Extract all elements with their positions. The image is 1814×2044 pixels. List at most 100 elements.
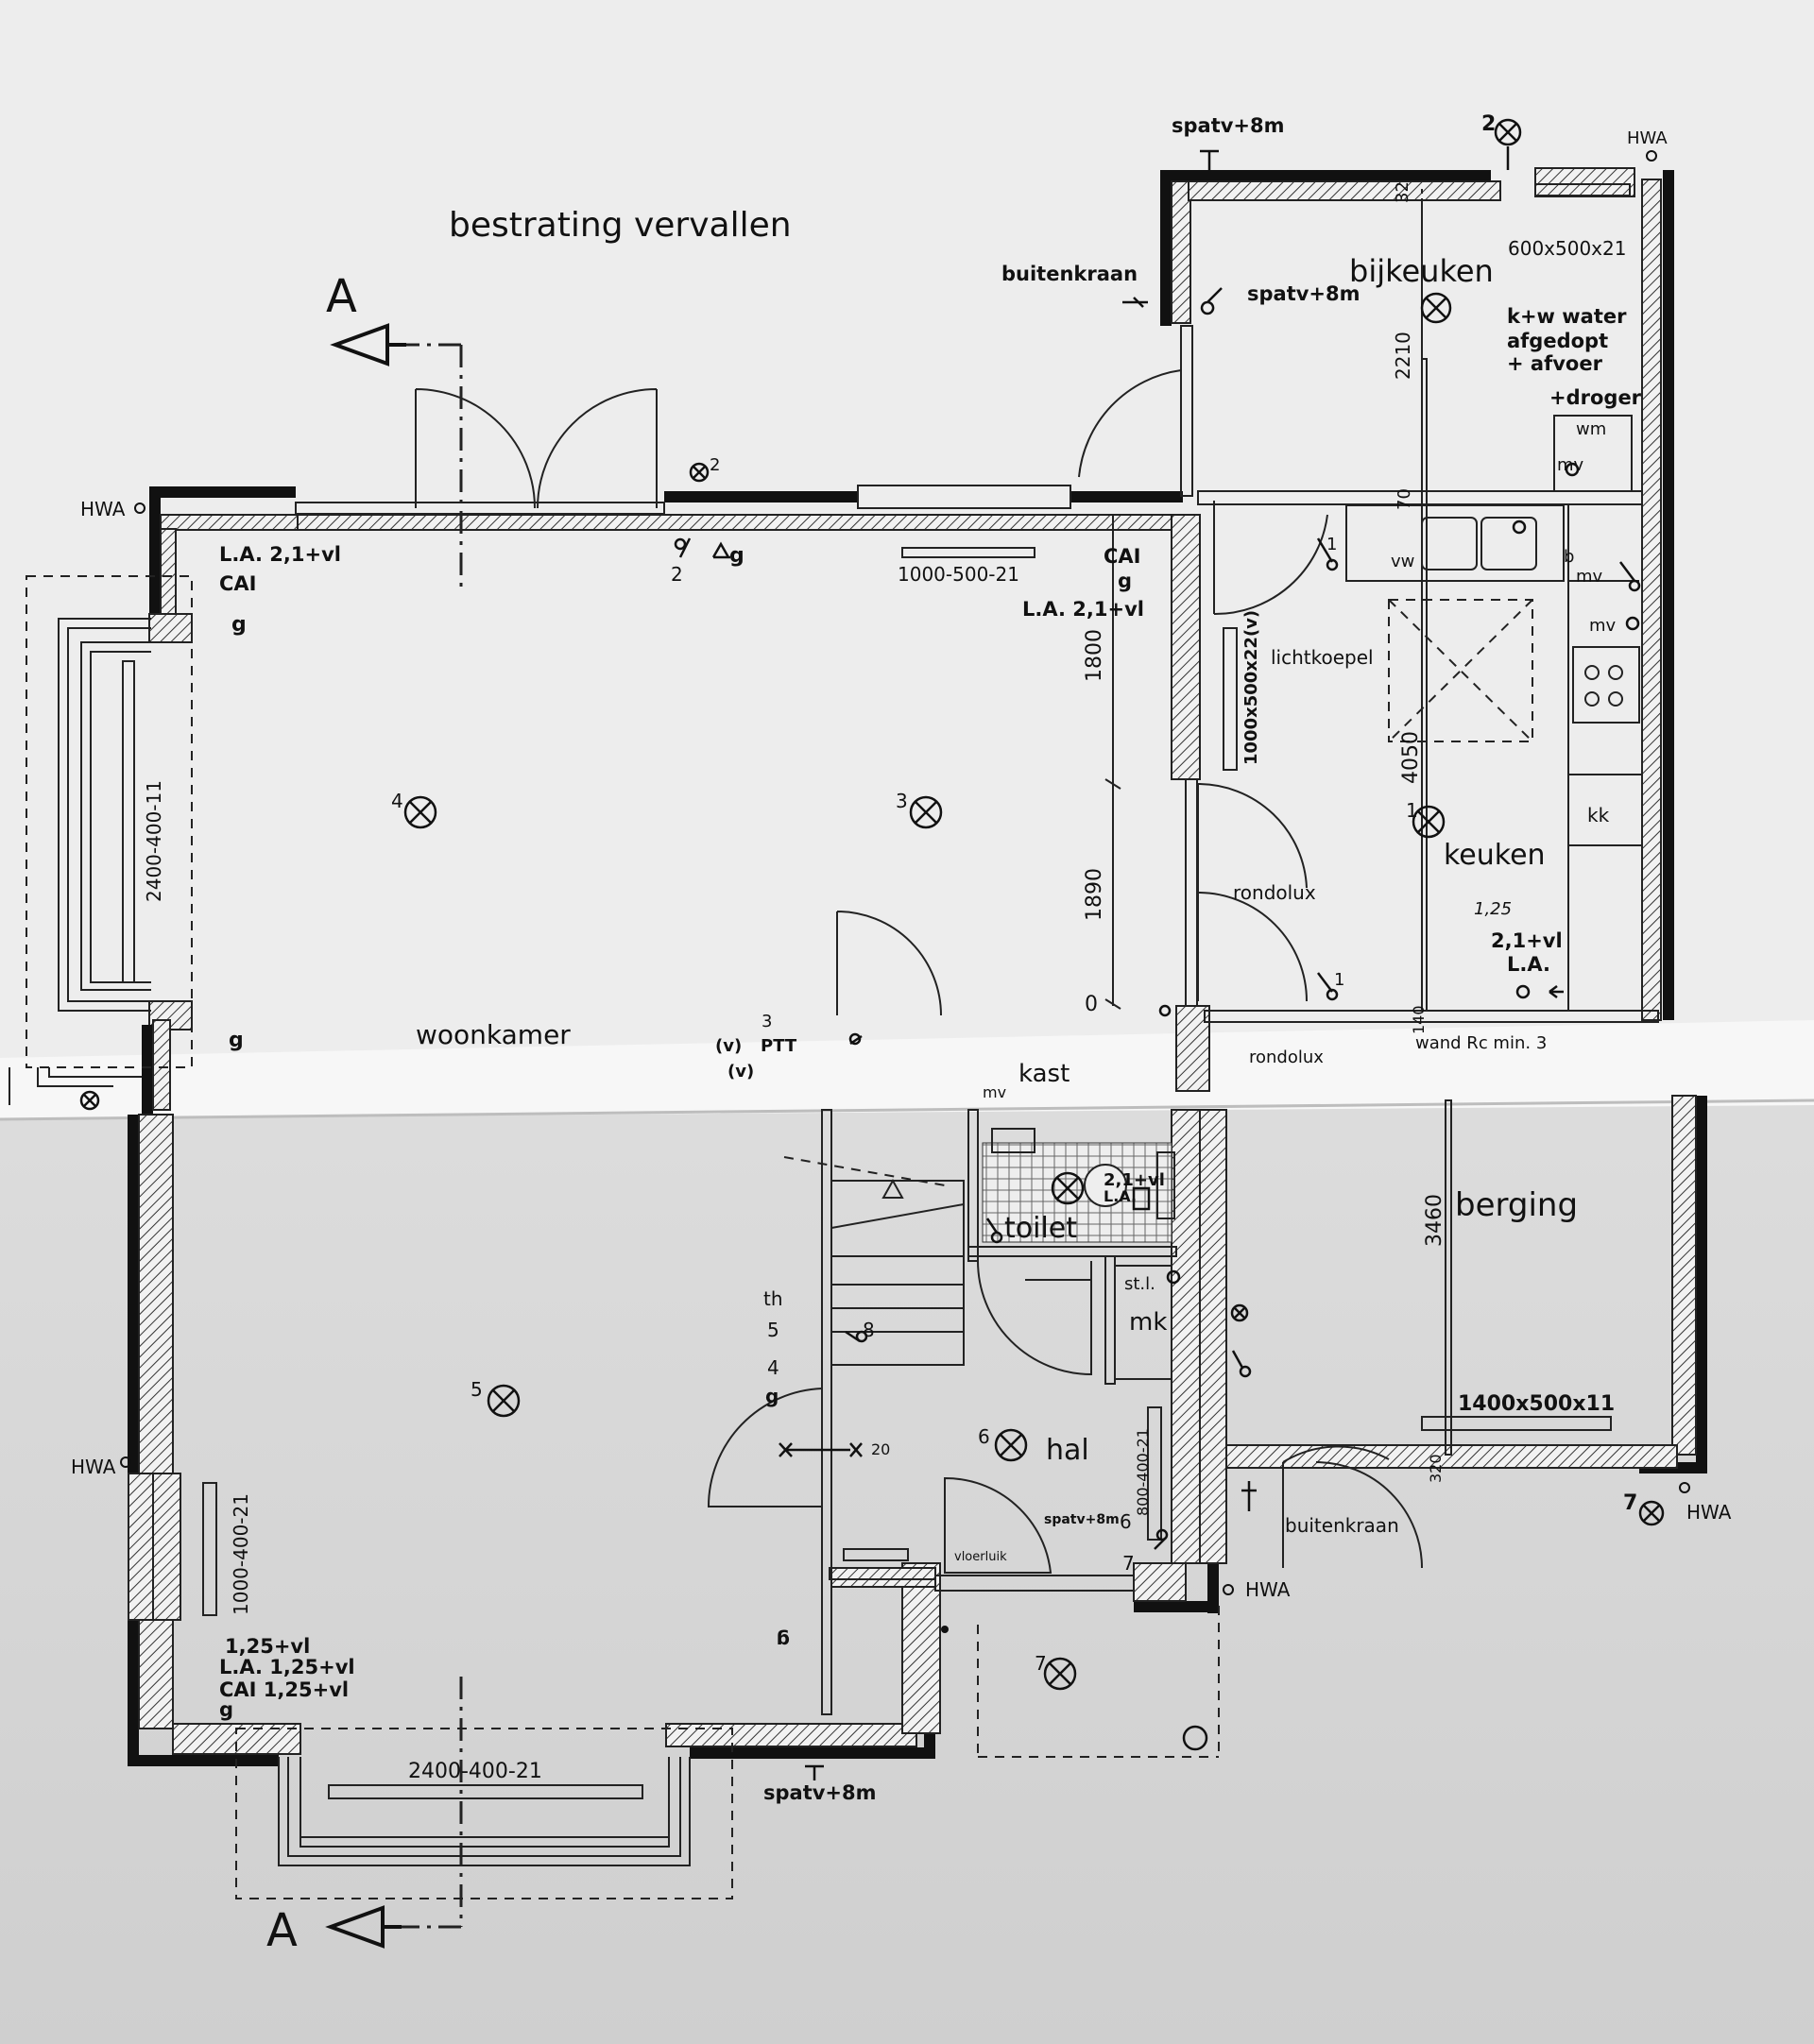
section-arrow-bottom-icon: [325, 1905, 402, 1949]
outlet-label: vloerluik: [954, 1550, 1007, 1564]
circuit-number: 7: [1623, 1491, 1637, 1515]
circuit-number: 6: [1120, 1510, 1132, 1533]
note-label: +droger: [1549, 386, 1642, 409]
note-label: mv: [1589, 616, 1617, 636]
room-mk: mk: [1129, 1308, 1167, 1337]
toilet-area: [982, 1128, 1175, 1243]
note-label: rondolux: [1233, 881, 1316, 904]
window-label: 2400-400-11: [143, 780, 165, 902]
window-label: 600x500x21: [1508, 237, 1626, 260]
ceiling-lamp-icon: [1494, 118, 1522, 146]
outlet-label: g: [765, 1385, 779, 1407]
hwa-label: HWA: [1245, 1578, 1291, 1601]
ceiling-lamp-icon: [1043, 1657, 1077, 1691]
circuit-number: 7: [1122, 1552, 1135, 1575]
ceiling-lamp-icon: [1638, 1500, 1665, 1526]
dimension-label: 2210: [1392, 332, 1414, 380]
ceiling-lamp-icon: [1051, 1171, 1085, 1205]
window-glyphs: [122, 183, 1631, 1621]
section-mark-bottom: A: [266, 1904, 298, 1957]
note-label: kk: [1587, 804, 1610, 826]
outlet-label: g: [1118, 570, 1132, 592]
window-label: 2400-400-21: [408, 1760, 542, 1783]
drawing-title: bestrating vervallen: [449, 206, 792, 245]
buitenkraan-label: buitenkraan: [1001, 263, 1138, 285]
hwa-label: HWA: [1686, 1501, 1732, 1524]
circuit-number: 3: [896, 790, 908, 812]
ceiling-lamp-icon: [1230, 1303, 1249, 1322]
outlet-label: CAI 1,25+vl: [219, 1678, 349, 1701]
room-toilet: toilet: [1004, 1212, 1077, 1245]
room-kast: kast: [1018, 1060, 1070, 1088]
hwa-label: HWA: [80, 498, 126, 520]
outlet-label: PTT: [761, 1036, 797, 1056]
outlet-label: 1,25+vl: [225, 1635, 310, 1658]
paper-upper: [0, 0, 1814, 1105]
circuit-number: 5: [471, 1378, 483, 1401]
circuit-number: 4: [767, 1356, 779, 1379]
note-label: afgedopt: [1507, 330, 1608, 352]
circuit-number: 1: [1406, 799, 1418, 822]
room-bijkeuken: bijkeuken: [1349, 253, 1494, 289]
outlet-label: L.A. 1,25+vl: [219, 1656, 355, 1678]
note-label: k+w water: [1507, 305, 1627, 328]
hwa-label: HWA: [1627, 128, 1668, 148]
circuit-number: 7: [1035, 1652, 1047, 1675]
outlet-label: L.A.: [1104, 1187, 1137, 1205]
dimension-label: 32: [1393, 181, 1412, 203]
outlet-label: g: [231, 613, 247, 637]
outlet-label: g: [219, 1698, 233, 1721]
dimension-label: 70: [1395, 488, 1414, 510]
ceiling-lamp-icon: [994, 1428, 1028, 1462]
outlet-label: g: [777, 1629, 790, 1652]
outlet-label: st.l.: [1124, 1274, 1155, 1294]
window-label: 800-400-21: [1134, 1428, 1152, 1516]
section-line: [397, 343, 1220, 1929]
outlet-label: (v): [727, 1062, 754, 1082]
stairs: [783, 1156, 965, 1366]
circuit-number: 1: [1334, 970, 1344, 990]
switch-symbols: [674, 146, 1641, 1780]
outlet-label: (v): [715, 1036, 742, 1056]
dimension-label: 140: [1410, 1005, 1428, 1034]
ceiling-lamp-icon: [403, 795, 437, 829]
ceiling-lamp-icon: [79, 1090, 100, 1111]
outlet-label: g: [229, 1029, 244, 1052]
doors: [415, 369, 1423, 1574]
hwa-label: HWA: [71, 1456, 116, 1478]
outlet-label: CAI: [1104, 545, 1140, 568]
window-label: 1400x500x11: [1458, 1392, 1615, 1416]
window-label: 1000x500x22(v): [1241, 610, 1261, 765]
ceiling-lamp-icon: [1412, 805, 1446, 839]
note-label: b: [1564, 547, 1574, 567]
outlet-label: 20: [871, 1440, 890, 1458]
spatv-label: spatv+8m: [1044, 1512, 1120, 1527]
note-label: vw: [1391, 552, 1414, 571]
ceiling-lamp-icon: [689, 462, 710, 483]
dimension-label: 1800: [1083, 629, 1106, 682]
circuit-number: 8: [863, 1319, 875, 1341]
outlet-label: 2,1+vl: [1491, 929, 1563, 952]
note-label: mv: [1576, 567, 1603, 587]
note-label: lichtkoepel: [1271, 646, 1374, 669]
interior-walls: [821, 325, 1659, 1715]
dimension-label: 4050: [1399, 731, 1423, 784]
spatv-label: spatv+8m: [763, 1781, 877, 1804]
room-berging: berging: [1455, 1186, 1578, 1224]
kitchen-fixtures: [1345, 198, 1643, 1011]
circuit-number: 6: [978, 1425, 990, 1448]
hwa-marker-icon: [120, 150, 1690, 1751]
circuit-number: 3: [762, 1012, 772, 1031]
paper-fold: [0, 1020, 1814, 1121]
spatv-label: spatv+8m: [1172, 114, 1285, 137]
outlet-label: 1,25: [1474, 899, 1512, 919]
dimension-label: 3460: [1423, 1194, 1446, 1247]
note-label: mv: [983, 1083, 1006, 1101]
outlet-label: th: [763, 1287, 783, 1310]
ceiling-lamp-icon: [1420, 292, 1452, 324]
room-hal: hal: [1046, 1434, 1089, 1467]
circuit-number: 2: [710, 455, 720, 475]
note-label: wand Rc min. 3: [1415, 1033, 1547, 1053]
bay-window-bottom: [235, 1728, 733, 1899]
